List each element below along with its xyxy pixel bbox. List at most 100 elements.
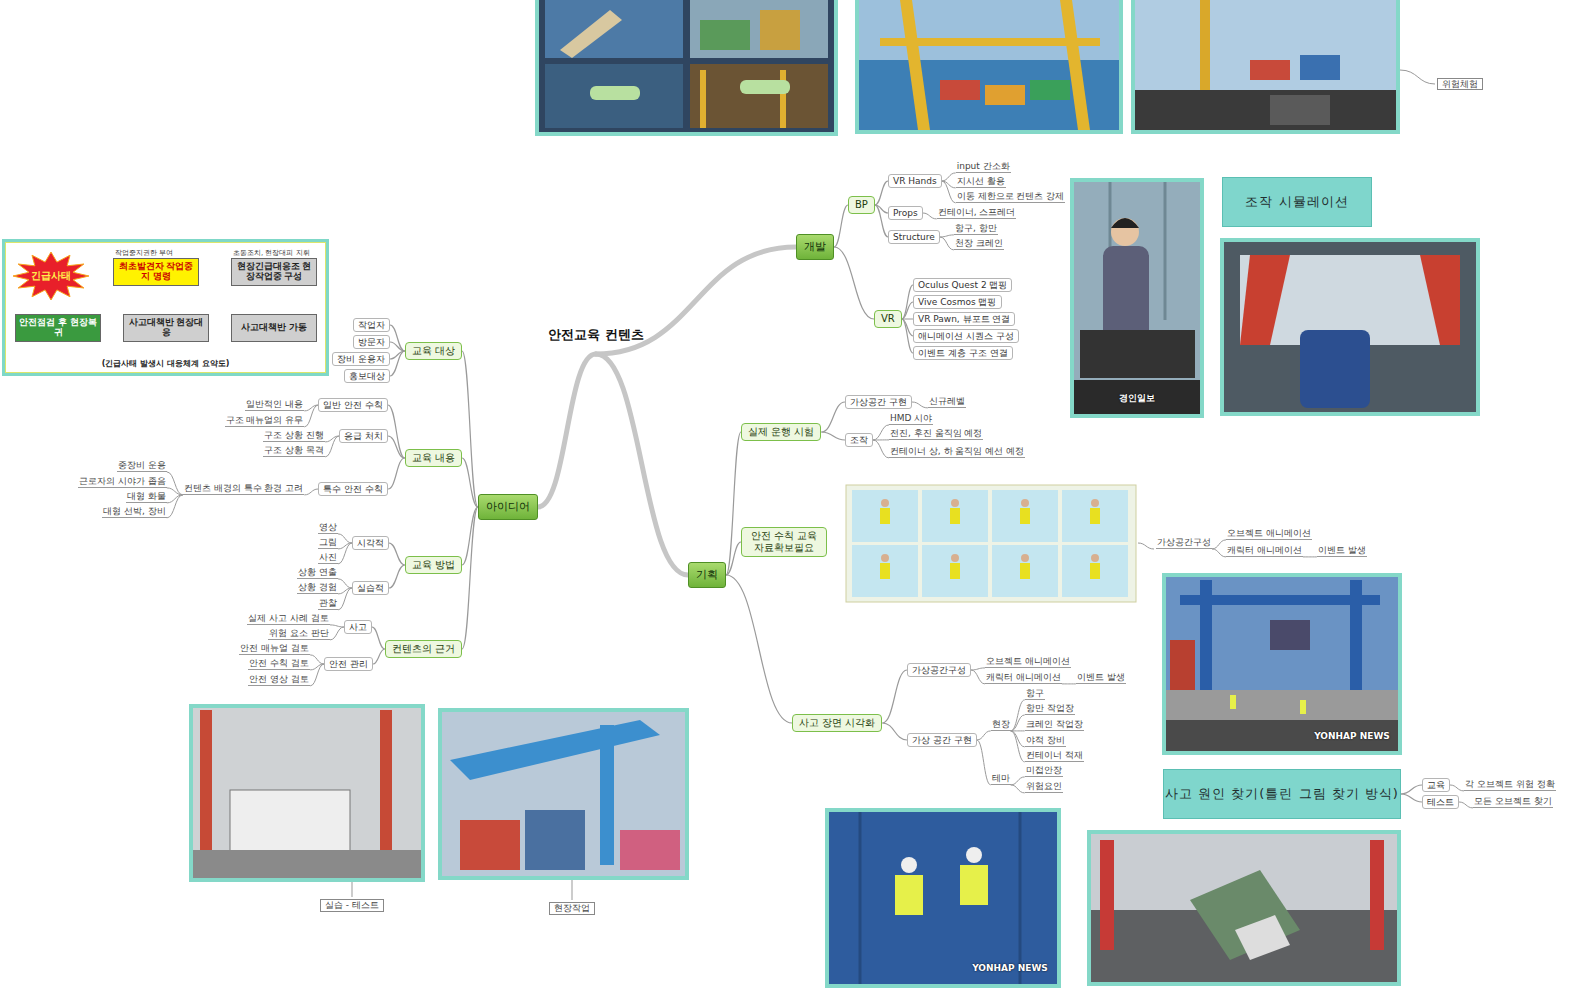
accident-photo-part [1235,915,1290,960]
vr-screenshot-tiles [537,0,836,134]
cockpit-screenshot [1133,0,1398,132]
subtopic-box: 홍보대상 [344,369,390,384]
yard-photo-part [440,710,687,878]
node-text: 작업자 [358,320,385,330]
branch-connector [726,542,741,575]
leader-line [167,495,183,518]
node-text: 교육 대상 [412,345,455,356]
leaf-text: 대형 화물 [126,491,167,503]
vr-screenshot-tiles-part [539,0,834,132]
branch-connector [388,405,405,458]
cabin-photo [1222,240,1478,414]
subtopic-box: 애니메이션 시퀀스 구성 [913,329,1019,344]
leaf-text: 안전 수칙 검토 [248,658,310,670]
crane-screenshot-part [857,0,1121,132]
box-heading: 작업중지권한 부여 [113,248,199,258]
leader-line [338,579,352,588]
leaf-text: 관찰 [318,598,338,610]
null-part-part [1091,499,1099,507]
training-photo-part [200,710,212,860]
vr-screenshot-tiles-part [560,10,622,58]
yard-photo-part [620,830,680,870]
vr-screenshot-tiles-part [537,0,836,134]
leader-line [304,489,318,495]
leaf-text: 현장 [991,719,1011,731]
cockpit-screenshot-part [1270,95,1330,125]
watermark: YONHAP NEWS [1313,731,1391,742]
yard-photo [440,710,687,878]
node-text: 장비 운용자 [337,354,385,364]
node-text: 일반 안전 수칙 [323,400,383,410]
branch-connector [834,247,874,319]
subtopic-box: 일반 안전 수칙 [318,398,388,413]
leader-line [338,543,352,564]
branch-connector [389,543,405,565]
leader-line [873,425,889,440]
null-part-part [1021,499,1029,507]
subtopic-box: 특수 안전 수칙 [318,482,388,497]
node-text: 가상 공간 구현 [912,735,972,745]
worker-photo [827,810,1059,986]
leader-line [977,740,991,785]
leaf-text: 모든 오브젝트 찾기 [1473,796,1553,808]
image-caption: 현장작업 [549,902,595,915]
leaf-text: 각 오브젝트 위험 정확 [1464,779,1556,791]
training-photo-part [230,790,350,860]
subtopic-box: 가상공간 구현 [845,395,912,410]
port-photo-part [1170,640,1195,690]
subtopic-box: 응급 처치 [339,429,388,444]
flow-box-body: 사고대책반 가동 [231,314,317,342]
leader-line [1011,700,1025,731]
accident-photo [1089,832,1399,984]
leaf-text: 오브젝트 애니메이션 [985,656,1071,668]
node-text: 사고 장면 시각화 [799,717,875,728]
topic-box: 교육 대상 [405,342,462,360]
leaf-text: 이동 제한으로 컨텐츠 강제 [956,191,1066,203]
leaf-text: 이벤트 발생 [1317,545,1367,557]
branch-connector [389,565,405,588]
null-part-part [1020,508,1030,524]
leaf-text: 미접안장 [1025,765,1063,777]
cabin-photo-part [1420,255,1460,345]
leader-line [912,402,928,408]
leader-line [1011,715,1025,731]
map-title: 안전교육 컨텐츠 [548,326,644,344]
subtopic-box: 방문자 [353,335,390,350]
null-part-part [951,499,959,507]
node-text: VR [881,313,895,324]
training-photo-part [380,710,392,860]
node-text: 방문자 [358,337,385,347]
subtopic-box: 이벤트 계층 구조 연결 [913,346,1013,361]
branch-connector [875,205,888,237]
leader-line [977,731,991,740]
yard-photo-part [440,710,687,878]
crane-screenshot-part [940,80,980,100]
leaf-text: 실제 사고 사례 검토 [247,613,330,625]
flow-box-body: 안전점검 후 현장복귀 [15,314,101,342]
null-part [881,499,1099,562]
flow-box-body: 최초발견자 작업중지 명령 [113,258,199,286]
worker-photo-part [960,865,988,905]
leaf-text: 근로자의 시야가 좁음 [78,476,167,488]
leaf-text: 영상 [318,522,338,534]
node-text: 응급 처치 [344,431,383,441]
branch-connector [902,319,913,353]
operator-photo-part [1111,218,1139,246]
cockpit-screenshot-part [1133,0,1398,132]
port-photo-part [1300,700,1306,714]
flow-box: 작업중지권한 부여최초발견자 작업중지 명령 [113,248,199,286]
leader-line [304,405,318,427]
crane-screenshot-part [859,0,1119,60]
null-part-part [951,554,959,562]
null-part-part [881,554,889,562]
node-text: 이벤트 계층 구조 연결 [918,348,1008,358]
leader-line [971,670,985,684]
branch-connector [462,458,478,507]
operator-photo-part [1164,182,1167,320]
node-text: 사고대책반 현장대응 [127,318,205,338]
operator-photo-part [1080,330,1195,378]
note-box: 사고 원인 찾기(틀린 그림 찾기 방식) [1163,769,1401,819]
worker-photo-part [827,810,1059,986]
leaf-text: 캐릭터 애니메이션 [985,672,1062,684]
caption-leaders-part [352,882,353,897]
